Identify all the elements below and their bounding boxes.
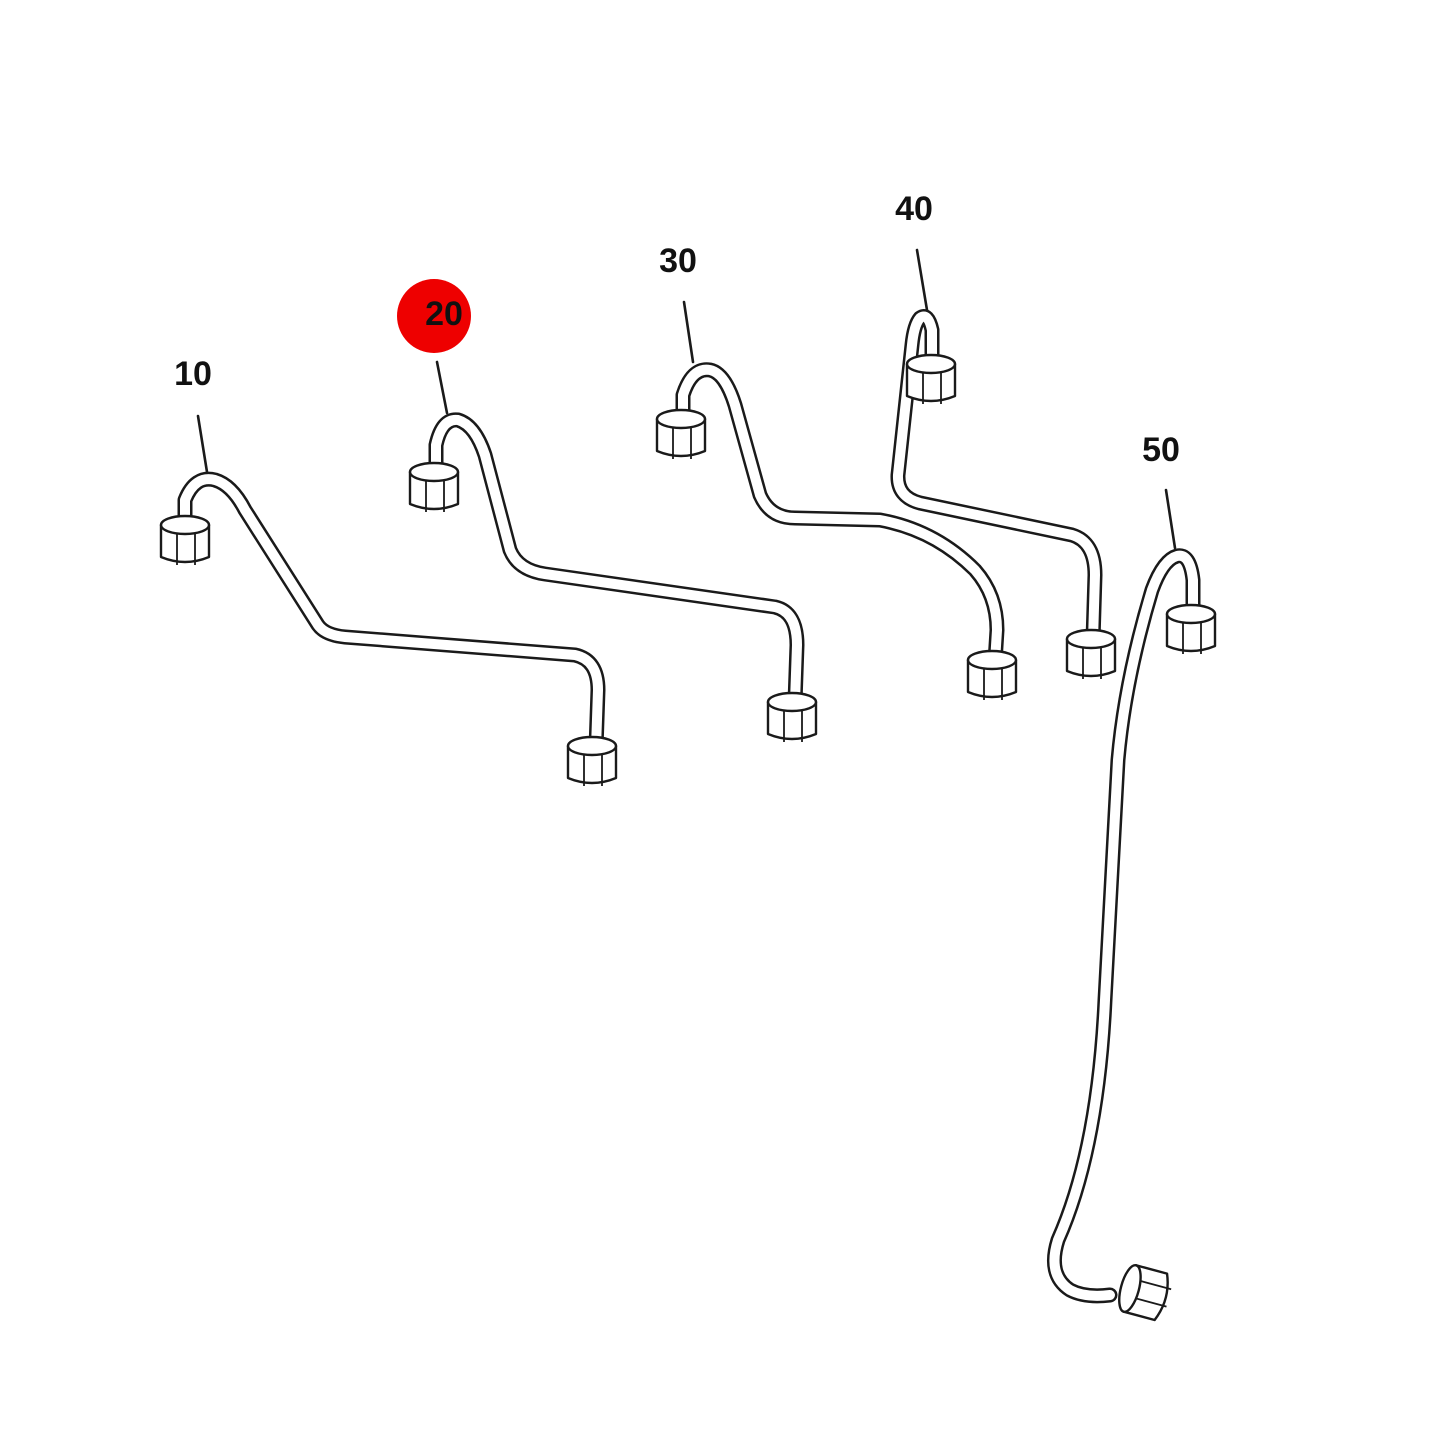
nut-40-top [905, 353, 957, 404]
nut-30-top [655, 408, 707, 459]
injection-line-20[interactable] [428, 360, 805, 710]
injection-line-10[interactable] [177, 414, 606, 756]
callout-label-10: 10 [174, 355, 212, 393]
nut-50-bottom [1118, 1264, 1172, 1322]
callout-40[interactable]: 40 [895, 190, 933, 228]
nut-50-top [1165, 603, 1217, 654]
callout-label-50: 50 [1142, 431, 1180, 469]
callout-20[interactable]: 20 [397, 279, 471, 353]
callout-10[interactable]: 10 [174, 355, 212, 393]
leader-line-20 [435, 360, 449, 415]
leader-line-30 [682, 300, 695, 364]
nut-10-bottom [566, 735, 618, 786]
callout-30[interactable]: 30 [659, 242, 697, 280]
callout-label-20: 20 [425, 295, 463, 333]
callout-label-40: 40 [895, 190, 933, 228]
nut-20-bottom [766, 691, 818, 742]
nut-40-bottom [1065, 628, 1117, 679]
callouts: 10 20 30 40 50 [174, 190, 1180, 469]
leader-line-50 [1164, 488, 1177, 550]
injection-line-30[interactable] [675, 300, 1005, 670]
nut-20-top [408, 461, 460, 512]
callout-label-30: 30 [659, 242, 697, 280]
callout-highlight-marker [397, 279, 471, 353]
fitting-nuts [159, 353, 1217, 1322]
leader-line-40 [915, 248, 929, 312]
callout-50[interactable]: 50 [1142, 431, 1180, 469]
injection-line-40[interactable] [890, 248, 1103, 648]
leader-line-10 [196, 414, 209, 474]
nut-10-top [159, 514, 211, 565]
nut-30-bottom [966, 649, 1018, 700]
injection-line-50[interactable] [1047, 488, 1201, 1304]
